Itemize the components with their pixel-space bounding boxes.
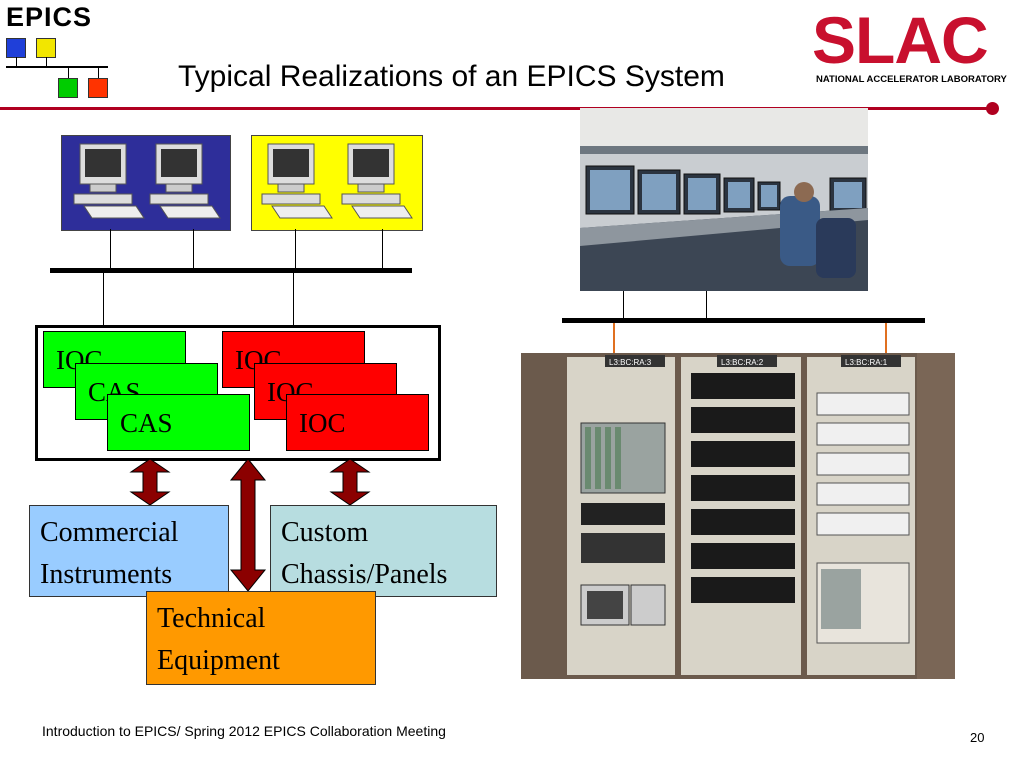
rack-label: L3:BC:RA:3 (609, 358, 652, 367)
connector-line (293, 273, 294, 327)
computer-workstation-icon (73, 143, 221, 219)
equipment-rack-photo: L3:BC:RA:3 L3:BC:RA:2 L3:BC:RA:1 (521, 353, 955, 679)
connector-line (295, 229, 296, 269)
computer-workstation-icon (261, 143, 413, 219)
epics-logo-bus (6, 66, 108, 68)
epics-logo-line (68, 68, 69, 78)
epics-logo: EPICS (6, 2, 116, 102)
connector-line (193, 229, 194, 269)
epics-logo-line (46, 57, 47, 67)
rack-label: L3:BC:RA:2 (721, 358, 764, 367)
connector-line (382, 229, 383, 269)
footer-text: Introduction to EPICS/ Spring 2012 EPICS… (42, 723, 446, 739)
slac-logo-subtitle: NATIONAL ACCELERATOR LABORATORY (816, 74, 1007, 85)
double-arrow-commercial (129, 458, 171, 506)
page-number: 20 (970, 730, 985, 745)
ioc-card: IOC (286, 394, 429, 451)
slac-logo-word: SLAC (812, 3, 989, 77)
slide-title: Typical Realizations of an EPICS System (178, 60, 725, 93)
technical-equipment-box: Technical Equipment (146, 591, 376, 685)
connector-line (110, 229, 111, 269)
epics-logo-yellow-square (36, 38, 56, 58)
title-rule (0, 107, 990, 110)
rack-label: L3:BC:RA:1 (845, 358, 888, 367)
custom-chassis-panels-box: Custom Chassis/Panels (270, 505, 497, 597)
connector-line (623, 291, 624, 319)
network-bus-left (50, 268, 412, 273)
title-rule-dot (986, 102, 999, 115)
epics-logo-green-square (58, 78, 78, 98)
double-arrow-custom (329, 458, 371, 506)
control-room-photo-graphic (580, 108, 868, 291)
equipment-rack-photo-graphic: L3:BC:RA:3 L3:BC:RA:2 L3:BC:RA:1 (521, 353, 955, 679)
epics-logo-red-square (88, 78, 108, 98)
double-arrow-technical (229, 458, 267, 592)
control-room-photo (580, 108, 868, 291)
epics-logo-blue-square (6, 38, 26, 58)
epics-logo-text: EPICS (6, 2, 93, 32)
commercial-instruments-box: Commercial Instruments (29, 505, 229, 597)
epics-logo-line (16, 57, 17, 67)
epics-logo-line (98, 68, 99, 78)
cas-card: CAS (107, 394, 250, 451)
workstation-group-blue (61, 135, 231, 231)
connector-line (103, 273, 104, 327)
connector-line (706, 291, 707, 319)
network-bus-right (562, 318, 925, 323)
workstation-group-yellow (251, 135, 423, 231)
slac-logo: SLAC NATIONAL ACCELERATOR LABORATORY (812, 3, 1020, 94)
